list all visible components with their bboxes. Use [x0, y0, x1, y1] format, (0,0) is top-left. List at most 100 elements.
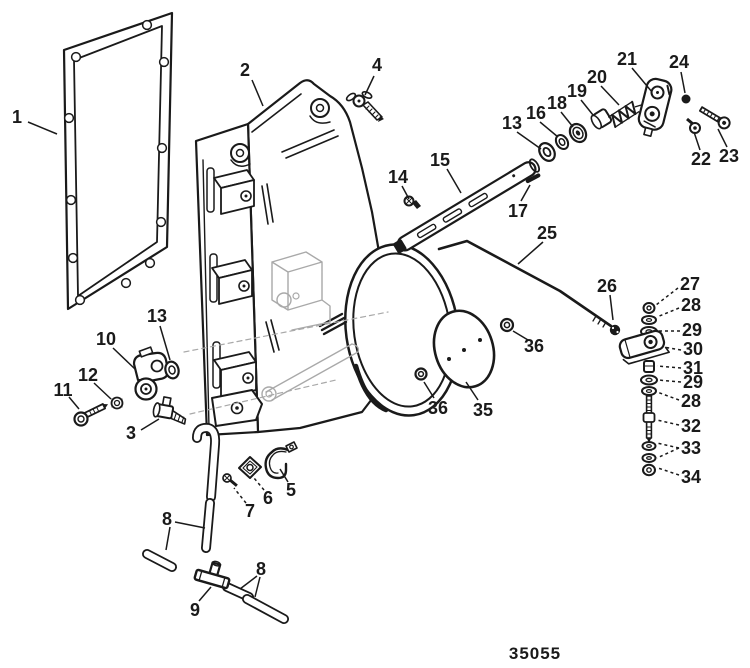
callout-leader-8	[165, 526, 171, 551]
callout-leader-21	[631, 67, 653, 93]
callout-leader-16	[539, 121, 559, 138]
callout-label-13: 13	[147, 306, 167, 326]
part-bolt-11	[73, 403, 109, 427]
callout-label-18: 18	[547, 93, 567, 113]
part-plate-6	[238, 456, 262, 479]
callout-label-20: 20	[587, 67, 607, 87]
housing-boss-bottom	[213, 351, 257, 399]
callout-leader-13	[159, 325, 171, 361]
part-screw-14	[403, 195, 421, 209]
callout-leader-4	[364, 75, 375, 96]
callout-leader-17	[520, 184, 531, 202]
callout-leader-3	[140, 418, 160, 431]
part-link-rod	[437, 239, 613, 328]
callout-label-12: 12	[78, 365, 98, 385]
callout-leader-19	[580, 99, 594, 116]
callout-label-21: 21	[617, 49, 637, 69]
callout-leader-13	[516, 131, 542, 150]
part-ball-joint-26	[609, 324, 621, 336]
callout-label-1: 1	[12, 107, 22, 127]
part-nut-27	[642, 302, 656, 314]
figure-number: 35055	[508, 644, 562, 663]
part-bushing-18	[568, 122, 588, 144]
callout-leader-8	[174, 521, 206, 529]
callout-label-34: 34	[681, 467, 701, 487]
callout-leader-8	[239, 575, 258, 590]
callout-label-6: 6	[263, 488, 273, 508]
part-tee-fitting-9	[193, 560, 231, 590]
callout-leader-32	[656, 419, 680, 426]
callout-label-5: 5	[286, 480, 296, 500]
housing-ghost-detail	[183, 251, 389, 415]
part-bushing-19	[590, 108, 613, 130]
part-nut-16	[554, 134, 570, 150]
callout-leader-36	[512, 330, 529, 341]
callout-label-29: 29	[682, 320, 702, 340]
callout-leader-5	[279, 468, 289, 483]
part-spacer-31	[643, 360, 655, 373]
part-washer-28b	[641, 386, 657, 396]
part-housing	[194, 79, 460, 437]
housing-boss-middle	[211, 259, 253, 305]
part-wing-screw	[345, 91, 384, 122]
callout-leader-35	[465, 381, 479, 401]
callout-leader-6	[253, 477, 265, 491]
callout-leader-9	[198, 586, 212, 602]
callout-label-22: 22	[691, 149, 711, 169]
part-ball-24	[681, 94, 691, 104]
part-hose-fitting-3	[152, 396, 187, 425]
callout-label-3: 3	[126, 423, 136, 443]
part-cam-lever-10	[132, 346, 170, 401]
callout-leader-33	[656, 447, 680, 459]
callout-label-8: 8	[162, 509, 172, 529]
callout-leader-28	[656, 307, 680, 318]
callout-leader-24	[680, 71, 686, 94]
part-j-clamp	[264, 441, 298, 480]
part-nut-34	[642, 463, 656, 477]
callout-label-33: 33	[681, 438, 701, 458]
callout-label-10: 10	[96, 329, 116, 349]
callout-label-7: 7	[245, 501, 255, 521]
callout-label-35: 35	[473, 400, 493, 420]
callout-leader-34	[657, 467, 680, 476]
part-grommet-36a	[414, 367, 428, 381]
callout-leader-15	[446, 168, 462, 194]
part-washers-33	[641, 441, 657, 463]
part-bolt-23	[698, 106, 731, 130]
callout-leader-28	[656, 391, 680, 401]
part-spring	[608, 100, 644, 129]
part-cover-plate	[432, 309, 496, 389]
callout-label-2: 2	[240, 60, 250, 80]
callout-leader-26	[609, 294, 614, 321]
part-link-block-30	[618, 329, 670, 365]
part-screw-32	[642, 395, 656, 443]
callout-label-4: 4	[372, 55, 382, 75]
part-washer-13-bottom	[164, 360, 180, 380]
callout-leader-29	[657, 379, 682, 383]
callout-label-30: 30	[683, 339, 703, 359]
part-pin	[525, 173, 541, 184]
callout-leader-10	[112, 347, 136, 370]
callout-label-36: 36	[524, 336, 544, 356]
part-nut-12	[110, 396, 124, 410]
callout-leader-22	[693, 131, 701, 151]
callout-label-29: 29	[683, 372, 703, 392]
part-washer-13-top	[538, 142, 556, 162]
callout-leader-31	[656, 365, 682, 369]
callout-label-13: 13	[502, 113, 522, 133]
callout-leader-20	[600, 85, 620, 106]
part-grommet-36b	[499, 317, 515, 333]
callout-label-27: 27	[680, 274, 700, 294]
callout-label-24: 24	[669, 52, 689, 72]
callout-leader-2	[251, 79, 264, 107]
callout-leader-8	[254, 576, 261, 598]
part-lever-21	[637, 77, 673, 137]
callout-label-14: 14	[388, 167, 408, 187]
callout-label-8: 8	[256, 559, 266, 579]
callout-label-28: 28	[681, 295, 701, 315]
callout-leader-33	[656, 442, 680, 449]
callout-label-31: 31	[683, 358, 703, 378]
part-screw-22	[686, 117, 701, 134]
